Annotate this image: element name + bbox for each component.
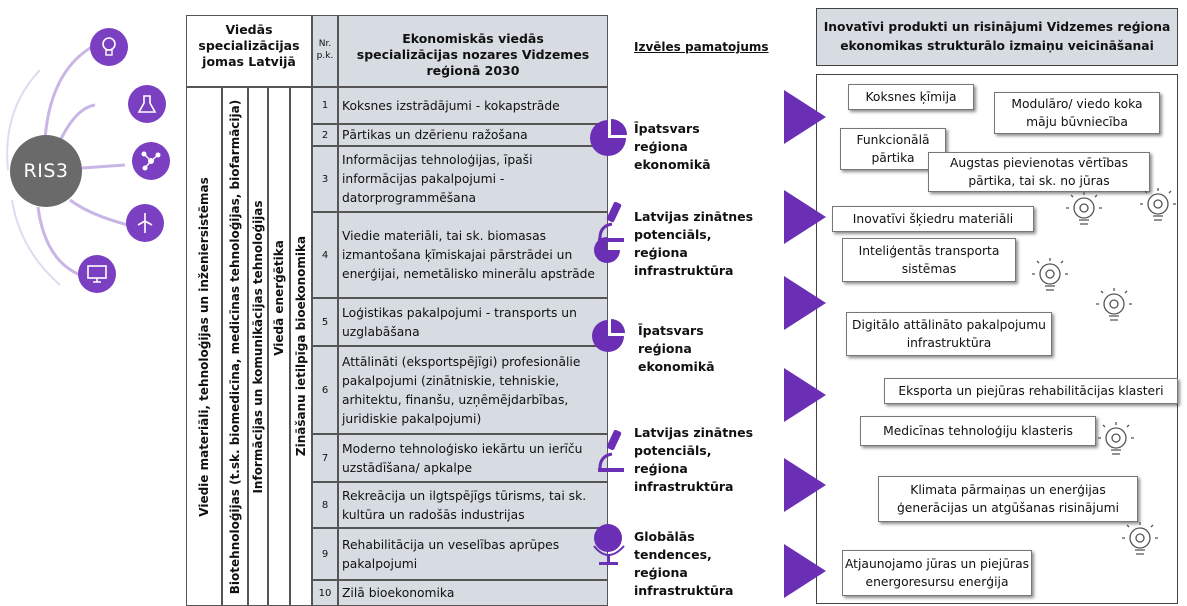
table-row-nr: 9 bbox=[312, 528, 338, 580]
justification-text: Īpatsvars reģiona ekonomikā bbox=[638, 323, 715, 374]
wind-turbine-icon bbox=[126, 204, 164, 242]
products-panel bbox=[816, 74, 1178, 604]
arrow-triangle bbox=[784, 276, 826, 330]
arrow-triangle bbox=[784, 190, 826, 244]
idea-gear-icon bbox=[1122, 522, 1158, 555]
area-column-ict: Informācijas un komunikācijas tehnoloģij… bbox=[248, 87, 268, 606]
table-header-nr: Nr. p.k. bbox=[312, 15, 338, 87]
table-header-sectors: Ekonomiskās viedās specializācijas nozar… bbox=[338, 15, 608, 87]
justification-text: Īpatsvars reģiona ekonomikā bbox=[634, 121, 711, 172]
table-row-sector: Pārtikas un dzērienu ražošana bbox=[338, 124, 608, 146]
justification-text: Latvijas zinātnes potenciāls, reģiona in… bbox=[634, 425, 754, 494]
product-box: Medicīnas tehnoloģiju klasteris bbox=[860, 416, 1096, 446]
arrow-triangle bbox=[784, 90, 826, 144]
table-row-nr: 4 bbox=[312, 212, 338, 298]
product-box: Modulāro/ viedo koka māju būvniecība bbox=[994, 92, 1160, 134]
pie-chart-icon bbox=[594, 237, 620, 263]
arrow-triangle bbox=[784, 368, 826, 422]
table-row-sector: Attālināti (eksportspējīgi) profesionāli… bbox=[338, 346, 608, 434]
area-column-bioeconomy: Zināšanu ietilpīga bioekonomika bbox=[290, 87, 312, 606]
table-row-sector: Viedie materiāli, tai sk. biomasas izman… bbox=[338, 212, 608, 298]
table-row-sector: Rehabilitācija un veselības aprūpes paka… bbox=[338, 528, 608, 580]
table-row-nr: 7 bbox=[312, 434, 338, 482]
product-box: Inteliģentās transporta sistēmas bbox=[842, 238, 1016, 282]
idea-gear-icon bbox=[1032, 258, 1068, 291]
table-row-sector: Zilā bioekonomika bbox=[338, 580, 608, 606]
area-column-materials: Viedie materiāli, tehnoloģijas un inženi… bbox=[186, 87, 222, 606]
table-row-nr: 1 bbox=[312, 87, 338, 124]
justification-title: Izvēles pamatojums bbox=[634, 40, 769, 54]
products-header: Inovatīvi produkti un risinājumi Vidzeme… bbox=[816, 8, 1178, 66]
table-row-sector: Informācijas tehnoloģijas, īpaši informā… bbox=[338, 146, 608, 212]
ris3-core: RIS3 bbox=[10, 135, 82, 207]
idea-gear-icon bbox=[1066, 192, 1102, 225]
pie-chart-icon bbox=[592, 319, 625, 352]
area-column-energy: Viedā enerģētika bbox=[268, 87, 290, 606]
arrow-triangle bbox=[784, 544, 826, 598]
product-box: Atjaunojamo jūras un piejūras energoresu… bbox=[842, 550, 1032, 596]
table-row-nr: 6 bbox=[312, 346, 338, 434]
product-box: Inovatīvi šķiedru materiāli bbox=[832, 206, 1034, 232]
table-row-sector: Loģistikas pakalpojumi - transports un u… bbox=[338, 298, 608, 346]
table-row-sector: Rekreācija un ilgtspējīgs tūrisms, tai s… bbox=[338, 482, 608, 528]
globe-icon bbox=[593, 524, 625, 565]
table-row-nr: 10 bbox=[312, 580, 338, 606]
table-row-nr: 3 bbox=[312, 146, 338, 212]
idea-gear-icon bbox=[1140, 188, 1176, 221]
idea-gear-icon bbox=[1098, 422, 1134, 455]
monitor-icon bbox=[78, 255, 116, 293]
product-box: Klimata pārmaiņas un enerģijas ģenerācij… bbox=[878, 476, 1138, 522]
molecule-icon bbox=[132, 142, 170, 180]
product-box: Koksnes ķīmija bbox=[848, 84, 974, 110]
microscope-icon bbox=[598, 429, 624, 472]
microscope-icon bbox=[598, 201, 624, 242]
idea-gear-icon bbox=[1096, 288, 1132, 321]
pie-chart-icon bbox=[590, 119, 627, 156]
product-box: Augstas pievienotas vērtības pārtika, ta… bbox=[928, 152, 1150, 192]
table-row-sector: Koksnes izstrādājumi - kokapstrāde bbox=[338, 87, 608, 124]
product-box: Eksporta un piejūras rehabilitācijas kla… bbox=[884, 378, 1178, 404]
lightbulb-icon bbox=[90, 28, 128, 66]
justification-text: Globālās tendences, reģiona infrastruktū… bbox=[634, 529, 734, 598]
table-row-nr: 2 bbox=[312, 124, 338, 146]
table-row-nr: 8 bbox=[312, 482, 338, 528]
justification-text: Latvijas zinātnes potenciāls, reģiona in… bbox=[634, 209, 754, 278]
table-header-areas: Viedās specializācijas jomas Latvijā bbox=[186, 15, 312, 87]
flask-icon bbox=[128, 85, 166, 123]
table-row-nr: 5 bbox=[312, 298, 338, 346]
product-box: Digitālo attālināto pakalpojumu infrastr… bbox=[846, 312, 1052, 356]
arrow-triangle bbox=[784, 458, 826, 512]
table-row-sector: Moderno tehnoloģisko iekārtu un ierīču u… bbox=[338, 434, 608, 482]
area-column-biotech: Biotehnoloģijas (t.sk. biomedicīna, medi… bbox=[222, 87, 248, 606]
